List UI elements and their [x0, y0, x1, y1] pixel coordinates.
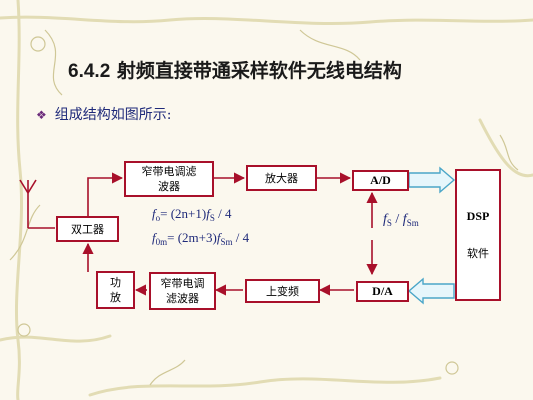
- bullet-text: 组成结构如图所示:: [54, 107, 172, 123]
- formula-f0: fo= (2n+1)fS / 4: [152, 206, 232, 223]
- da-converter-box: D/A: [356, 281, 409, 302]
- duplexer-box: 双工器: [56, 216, 119, 242]
- dsp-software-box: DSP 软件: [455, 169, 501, 301]
- power-amplifier-box: 功放: [96, 271, 135, 309]
- upconverter-box: 上变频: [245, 279, 320, 303]
- section-number: 6.4.2: [68, 61, 111, 82]
- title-text: 射频直接带通采样软件无线电结构: [116, 60, 402, 82]
- amplifier-box: 放大器: [246, 165, 317, 191]
- slide-title: 6.4.2 射频直接带通采样软件无线电结构: [68, 56, 402, 83]
- narrowband-tunable-filter-rx: 窄带电调滤波器: [124, 161, 214, 197]
- antenna-icon: [19, 179, 55, 229]
- sampling-frequency-label: fS / fSm: [383, 212, 419, 228]
- bullet-diamond-icon: ❖: [36, 108, 47, 122]
- formula-f0m: f0m= (2m+3)fSm / 4: [152, 230, 250, 247]
- narrowband-tunable-filter-tx: 窄带电调滤波器: [149, 272, 216, 310]
- data-flow-block-arrows: [407, 166, 456, 305]
- ad-converter-box: A/D: [352, 170, 409, 191]
- bullet-line: ❖ 组成结构如图所示:: [36, 104, 171, 124]
